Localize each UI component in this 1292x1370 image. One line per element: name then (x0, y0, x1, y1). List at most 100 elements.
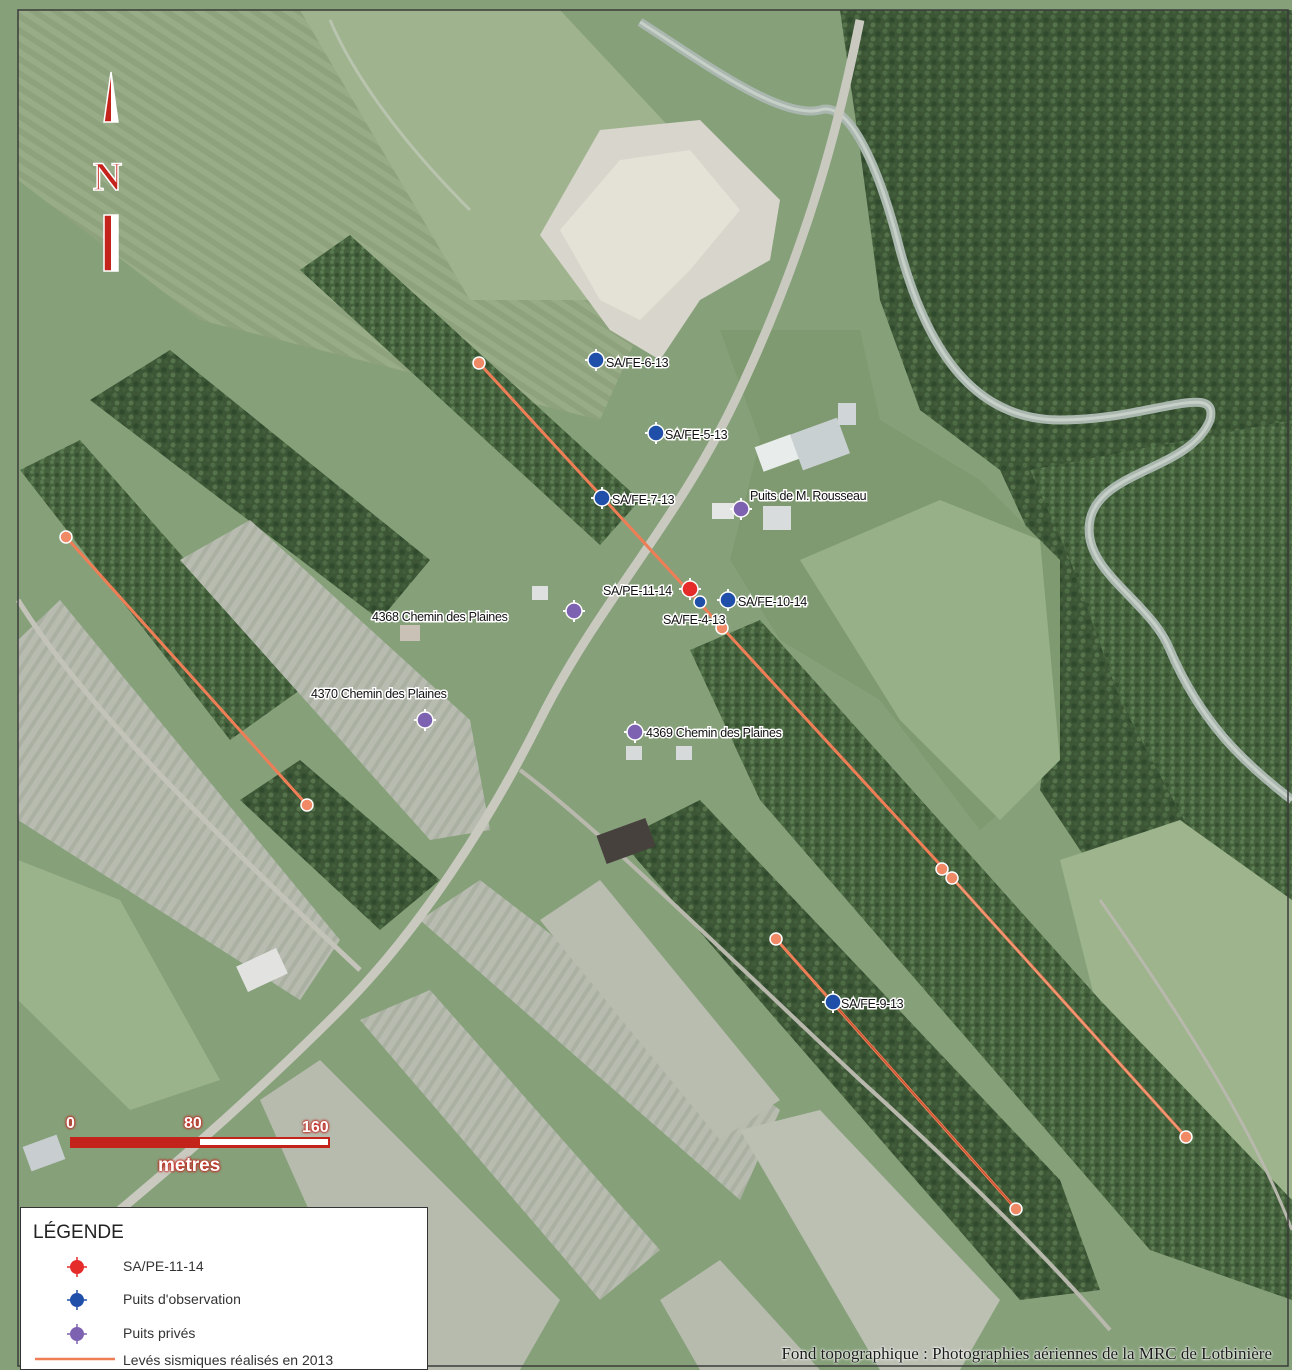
north-letter: N (93, 154, 122, 199)
building-annex (763, 506, 791, 530)
building-4369-annex (676, 746, 692, 760)
observation-well-marker[interactable]: SA/FE-5-13 (645, 422, 729, 444)
legend-label: SA/PE-11-14 (123, 1258, 204, 1274)
scale-tick-0: 0 (66, 1115, 75, 1132)
legend-panel: LÉGENDE SA/PE-11-14 Puits d'observation … (20, 1207, 428, 1370)
pumping-well-label: SA/PE-11-14 (603, 584, 672, 598)
private-well-marker[interactable]: 4370 Chemin des Plaines (310, 686, 448, 731)
field-northwest (18, 10, 640, 420)
building-southwest (22, 1134, 66, 1172)
windbreak-3 (20, 440, 300, 740)
well-label: SA/FE-7-13 (612, 493, 675, 507)
scale-bar: 0 80 160 metres (60, 1115, 340, 1185)
scale-tick-80: 80 (184, 1115, 202, 1132)
building-house-dark (596, 818, 656, 864)
private-well-icon (67, 1324, 87, 1344)
seismic-endpoint[interactable] (769, 932, 783, 946)
seismic-line-1 (477, 361, 947, 872)
well-label: 4368 Chemin des Plaines (372, 610, 508, 624)
building-house-rousseau (712, 503, 734, 519)
well-label: SA/FE-9-13 (841, 997, 904, 1011)
private-well-marker[interactable]: 4368 Chemin des Plaines (371, 600, 585, 626)
road-east (1098, 899, 1292, 1231)
scale-tick-160: 160 (302, 1119, 329, 1136)
windbreak-1 (300, 235, 640, 545)
private-well-marker[interactable]: Puits de M. Rousseau (730, 488, 868, 520)
seismic-line-3b (825, 994, 1017, 1210)
map-border (17, 9, 1289, 1367)
scale-unit: metres (158, 1155, 221, 1176)
well-label: 4370 Chemin des Plaines (311, 687, 447, 701)
field-plowed-1 (180, 520, 490, 840)
forest-south-strip (620, 800, 1100, 1300)
seismic-endpoint[interactable] (1009, 1202, 1023, 1216)
well-label: SA/FE-4-13 (663, 613, 726, 627)
legend-item-private-well: Puits privés (21, 1322, 421, 1346)
wells-layer: SA/FE-6-13 SA/FE-5-13 SA/FE-7-13 SA/FE-1… (310, 349, 905, 1013)
map-credit: Fond topographique : Photographies aérie… (781, 1344, 1272, 1363)
pumping-well-marker[interactable]: SA/PE-11-14 (602, 578, 701, 600)
field-plowed-6 (740, 1110, 1000, 1370)
well-label: SA/FE-10-14 (738, 595, 807, 609)
observation-well-marker[interactable]: SA/FE-10-14 (717, 589, 809, 611)
north-arrow-tip-light (111, 72, 118, 122)
pasture (800, 500, 1060, 820)
observation-well-marker[interactable]: SA/FE-4-13 (662, 595, 727, 629)
legend-label: Puits d'observation (123, 1291, 241, 1307)
field-plowed-4 (540, 880, 780, 1140)
legend-label: Levés sismiques réalisés en 2013 (123, 1352, 334, 1368)
building-farm (236, 948, 288, 992)
observation-well-marker[interactable]: SA/FE-6-13 (585, 349, 670, 372)
field-plowed-2 (18, 600, 340, 1000)
observation-well-marker[interactable]: SA/FE-7-13 (591, 487, 676, 509)
road-chemin-des-plaines (117, 19, 865, 1214)
seismic-endpoint[interactable] (1179, 1130, 1193, 1144)
building-barn-2 (790, 417, 850, 471)
seismic-endpoint[interactable] (300, 798, 314, 812)
field-plowed-3 (420, 880, 780, 1200)
pumping-well-icon (67, 1257, 87, 1277)
seismic-endpoint[interactable] (59, 530, 73, 544)
forest-southeast-strip (690, 620, 1292, 1300)
road-west (15, 598, 362, 972)
legend-item-observation-well: Puits d'observation (21, 1288, 421, 1312)
road-south (518, 768, 1112, 1332)
seismic-line-2 (64, 535, 309, 807)
windbreak-2 (90, 350, 430, 620)
well-label: 4369 Chemin des Plaines (646, 726, 782, 740)
observation-well-icon (67, 1290, 87, 1310)
farm-track (328, 19, 472, 212)
building-4369 (626, 746, 642, 760)
legend-title: LÉGENDE (33, 1222, 124, 1243)
private-well-marker[interactable]: 4369 Chemin des Plaines (624, 721, 783, 743)
seismic-endpoint[interactable] (715, 621, 729, 635)
building-barn-1 (754, 434, 800, 472)
seismic-line-icon (35, 1357, 115, 1361)
building-4368 (400, 625, 420, 641)
legend-label: Puits privés (123, 1325, 196, 1341)
quarry-core (560, 150, 740, 320)
seismic-lines (59, 356, 1193, 1216)
well-label: SA/FE-6-13 (606, 356, 669, 370)
seismic-endpoint[interactable] (935, 862, 949, 876)
legend-item-pumping-well: SA/PE-11-14 (21, 1255, 421, 1279)
well-label: Puits de M. Rousseau (750, 489, 867, 503)
well-label: SA/FE-5-13 (665, 428, 728, 442)
field-plowed-5 (360, 990, 660, 1300)
north-arrow-tail-light (111, 215, 118, 271)
seismic-line-1c (951, 877, 1187, 1138)
field-plowed-8 (660, 1260, 820, 1370)
legend-item-seismic-line: Levés sismiques réalisés en 2013 (21, 1349, 421, 1370)
seismic-endpoint[interactable] (945, 871, 959, 885)
observation-well-marker[interactable]: SA/FE-9-13 (822, 991, 905, 1013)
field-green-southwest (18, 860, 220, 1110)
north-arrow: N (92, 71, 123, 272)
windbreak-4 (240, 760, 440, 930)
river-water (639, 20, 1292, 802)
building-4368-annex (532, 586, 548, 600)
scale-bar-base (70, 1145, 330, 1148)
seismic-endpoint[interactable] (472, 356, 486, 370)
building-shed (838, 403, 856, 425)
